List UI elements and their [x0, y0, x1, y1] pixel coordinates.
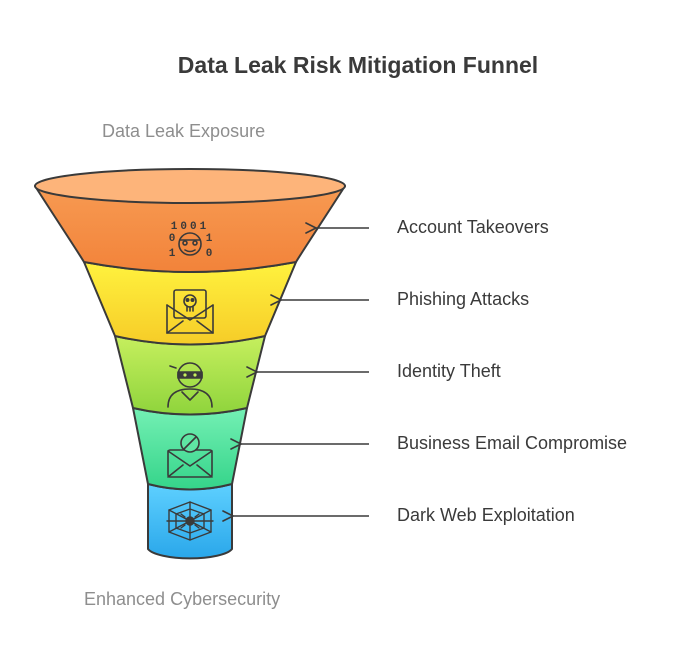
funnel-bottom-label: Enhanced Cybersecurity: [84, 589, 281, 609]
stage-label-phishing-attacks: Phishing Attacks: [397, 289, 530, 309]
stage-label-account-takeovers: Account Takeovers: [397, 217, 549, 237]
stage-label-identity-theft: Identity Theft: [397, 361, 501, 381]
funnel-top-label: Data Leak Exposure: [102, 121, 266, 141]
funnel-segment-1: [34, 185, 346, 273]
svg-text:0: 0: [169, 233, 176, 245]
binary-hacker-icon: 1001 0 1 1 0: [169, 221, 213, 260]
svg-text:1: 1: [169, 248, 176, 260]
funnel-segment-2: [83, 261, 297, 346]
svg-text:0: 0: [206, 248, 213, 260]
spider-web-icon: [166, 501, 214, 541]
masked-thief-icon: [167, 362, 213, 408]
svg-text:1001: 1001: [171, 221, 209, 233]
blocked-email-icon: [167, 433, 213, 478]
phishing-email-icon: [166, 289, 214, 334]
funnel-rim: [34, 168, 346, 204]
diagram-title: Data Leak Risk Mitigation Funnel: [177, 52, 539, 78]
stage-label-dark-web-exploitation: Dark Web Exploitation: [397, 505, 575, 525]
svg-text:1: 1: [206, 233, 213, 245]
stage-label-business-email-compromise: Business Email Compromise: [397, 433, 628, 453]
